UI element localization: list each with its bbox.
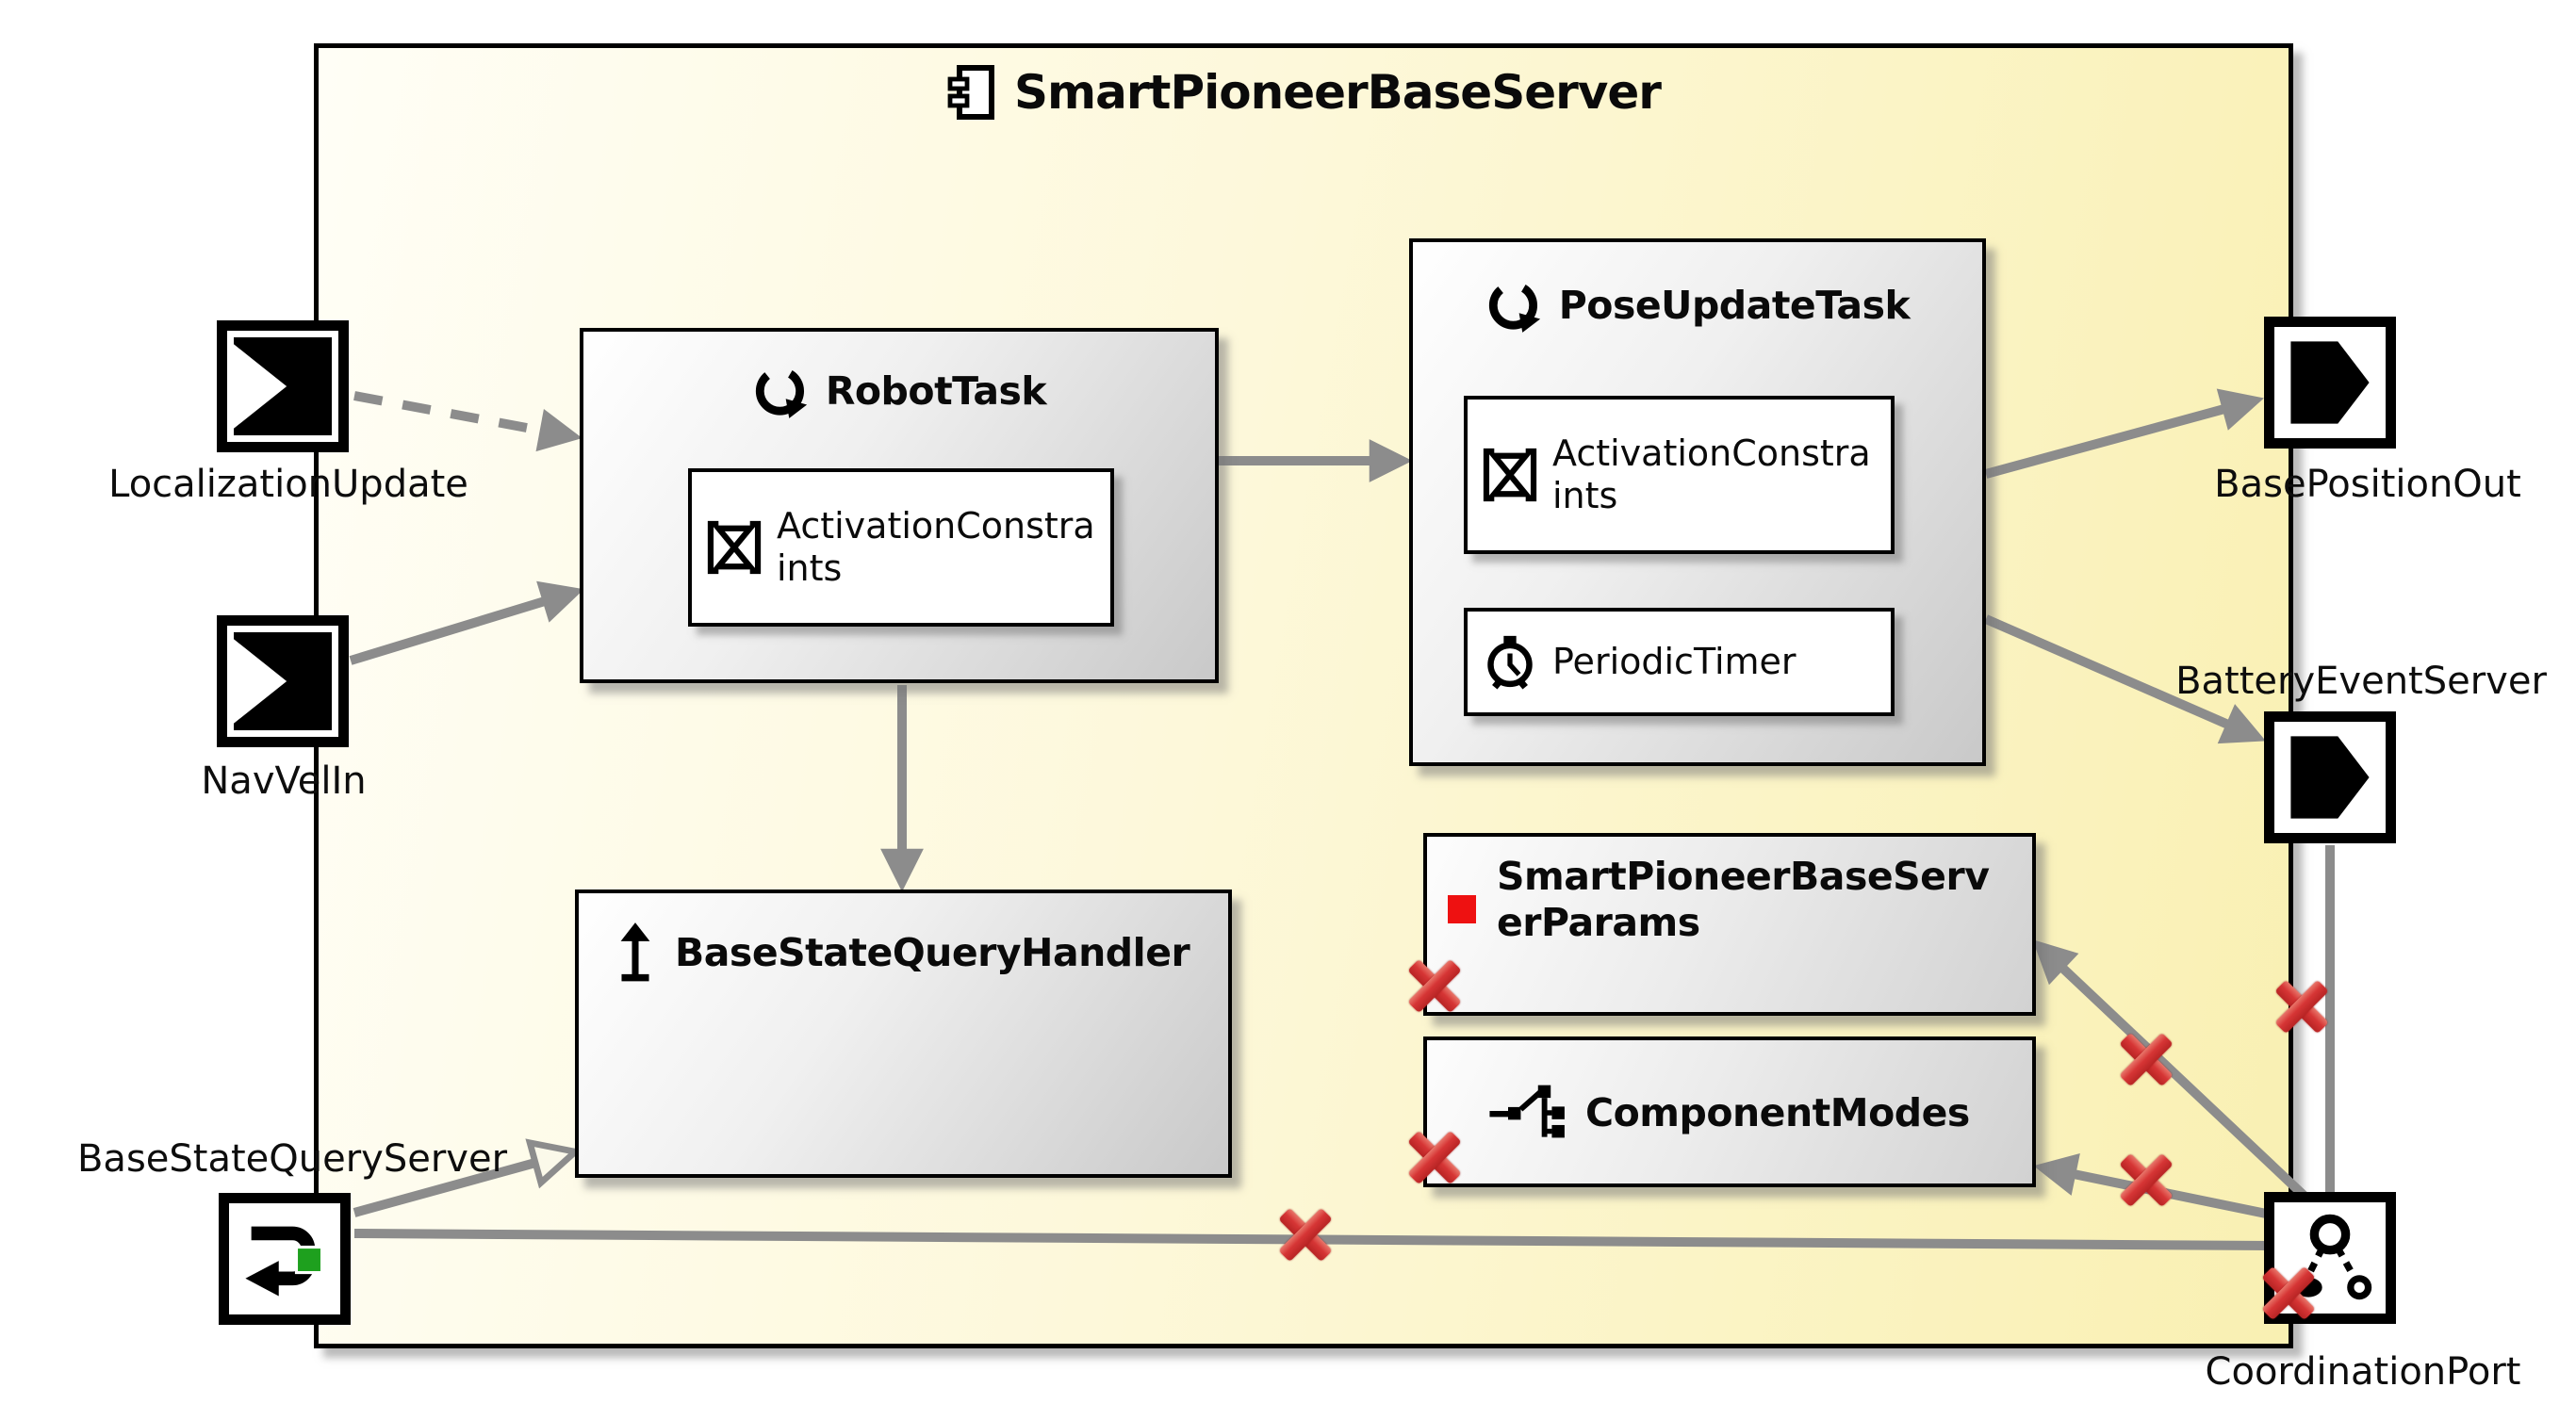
error-marker xyxy=(2119,1032,2174,1087)
periodic-timer-box[interactable]: PeriodicTimer xyxy=(1464,608,1895,716)
red-square-icon xyxy=(1448,895,1476,923)
port-label-localizationupdate: LocalizationUpdate xyxy=(108,463,468,506)
activation-constraints-box[interactable]: ActivationConstraints xyxy=(1464,396,1895,554)
task-loop-icon xyxy=(755,367,807,418)
port-label-basestatequeryserver: BaseStateQueryServer xyxy=(76,1137,508,1181)
periodic-timer-label: PeriodicTimer xyxy=(1552,641,1797,682)
component-header: SmartPioneerBaseServer xyxy=(314,64,2293,121)
error-marker xyxy=(1278,1207,1333,1263)
handler-title: BaseStateQueryHandler xyxy=(675,930,1190,975)
task-loop-icon xyxy=(1488,281,1540,333)
block-params[interactable]: SmartPioneerBaseServerParams xyxy=(1423,833,2036,1016)
component-title: SmartPioneerBaseServer xyxy=(1014,65,1662,120)
handler-basestatequeryhandler[interactable]: BaseStateQueryHandler xyxy=(575,890,1232,1178)
activation-constraints-label: ActivationConstraints xyxy=(777,505,1095,589)
port-basestatequeryserver[interactable] xyxy=(219,1193,351,1325)
params-title: SmartPioneerBaseServerParams xyxy=(1497,854,1990,945)
up-arrow-icon xyxy=(620,922,650,982)
task-title: RobotTask xyxy=(825,368,1047,414)
activation-constraints-box[interactable]: ActivationConstraints xyxy=(688,468,1114,627)
out-port-pentagon-icon xyxy=(2290,341,2370,424)
error-marker xyxy=(2274,979,2329,1035)
task-title: PoseUpdateTask xyxy=(1558,283,1911,328)
port-label-navvelin: NavVelIn xyxy=(201,759,367,803)
uml-component-icon xyxy=(947,65,995,120)
in-port-chevron-icon xyxy=(234,632,332,730)
port-label-coordinationport: CoordinationPort xyxy=(2205,1350,2521,1394)
port-navvelin[interactable] xyxy=(217,615,349,747)
query-server-loop-icon xyxy=(245,1226,324,1297)
error-marker xyxy=(2119,1152,2174,1208)
out-port-pentagon-icon xyxy=(2290,736,2370,819)
port-batteryeventserver[interactable] xyxy=(2264,711,2396,843)
error-marker xyxy=(1407,1130,1462,1185)
port-localizationupdate[interactable] xyxy=(217,320,349,452)
port-label-basepositionout: BasePositionOut xyxy=(2214,463,2521,506)
error-marker xyxy=(1407,958,1462,1014)
modes-tree-icon xyxy=(1489,1085,1565,1138)
block-componentmodes[interactable]: ComponentModes xyxy=(1423,1036,2036,1187)
hourglass-icon xyxy=(1483,448,1537,502)
activation-constraints-label: ActivationConstraints xyxy=(1552,433,1871,516)
port-label-batteryeventserver: BatteryEventServer xyxy=(2175,660,2547,703)
error-marker xyxy=(2261,1265,2316,1321)
hourglass-icon xyxy=(707,520,762,575)
alarm-clock-icon xyxy=(1487,635,1533,690)
componentmodes-title: ComponentModes xyxy=(1585,1090,1970,1135)
port-basepositionout[interactable] xyxy=(2264,317,2396,449)
in-port-chevron-icon xyxy=(234,337,332,435)
